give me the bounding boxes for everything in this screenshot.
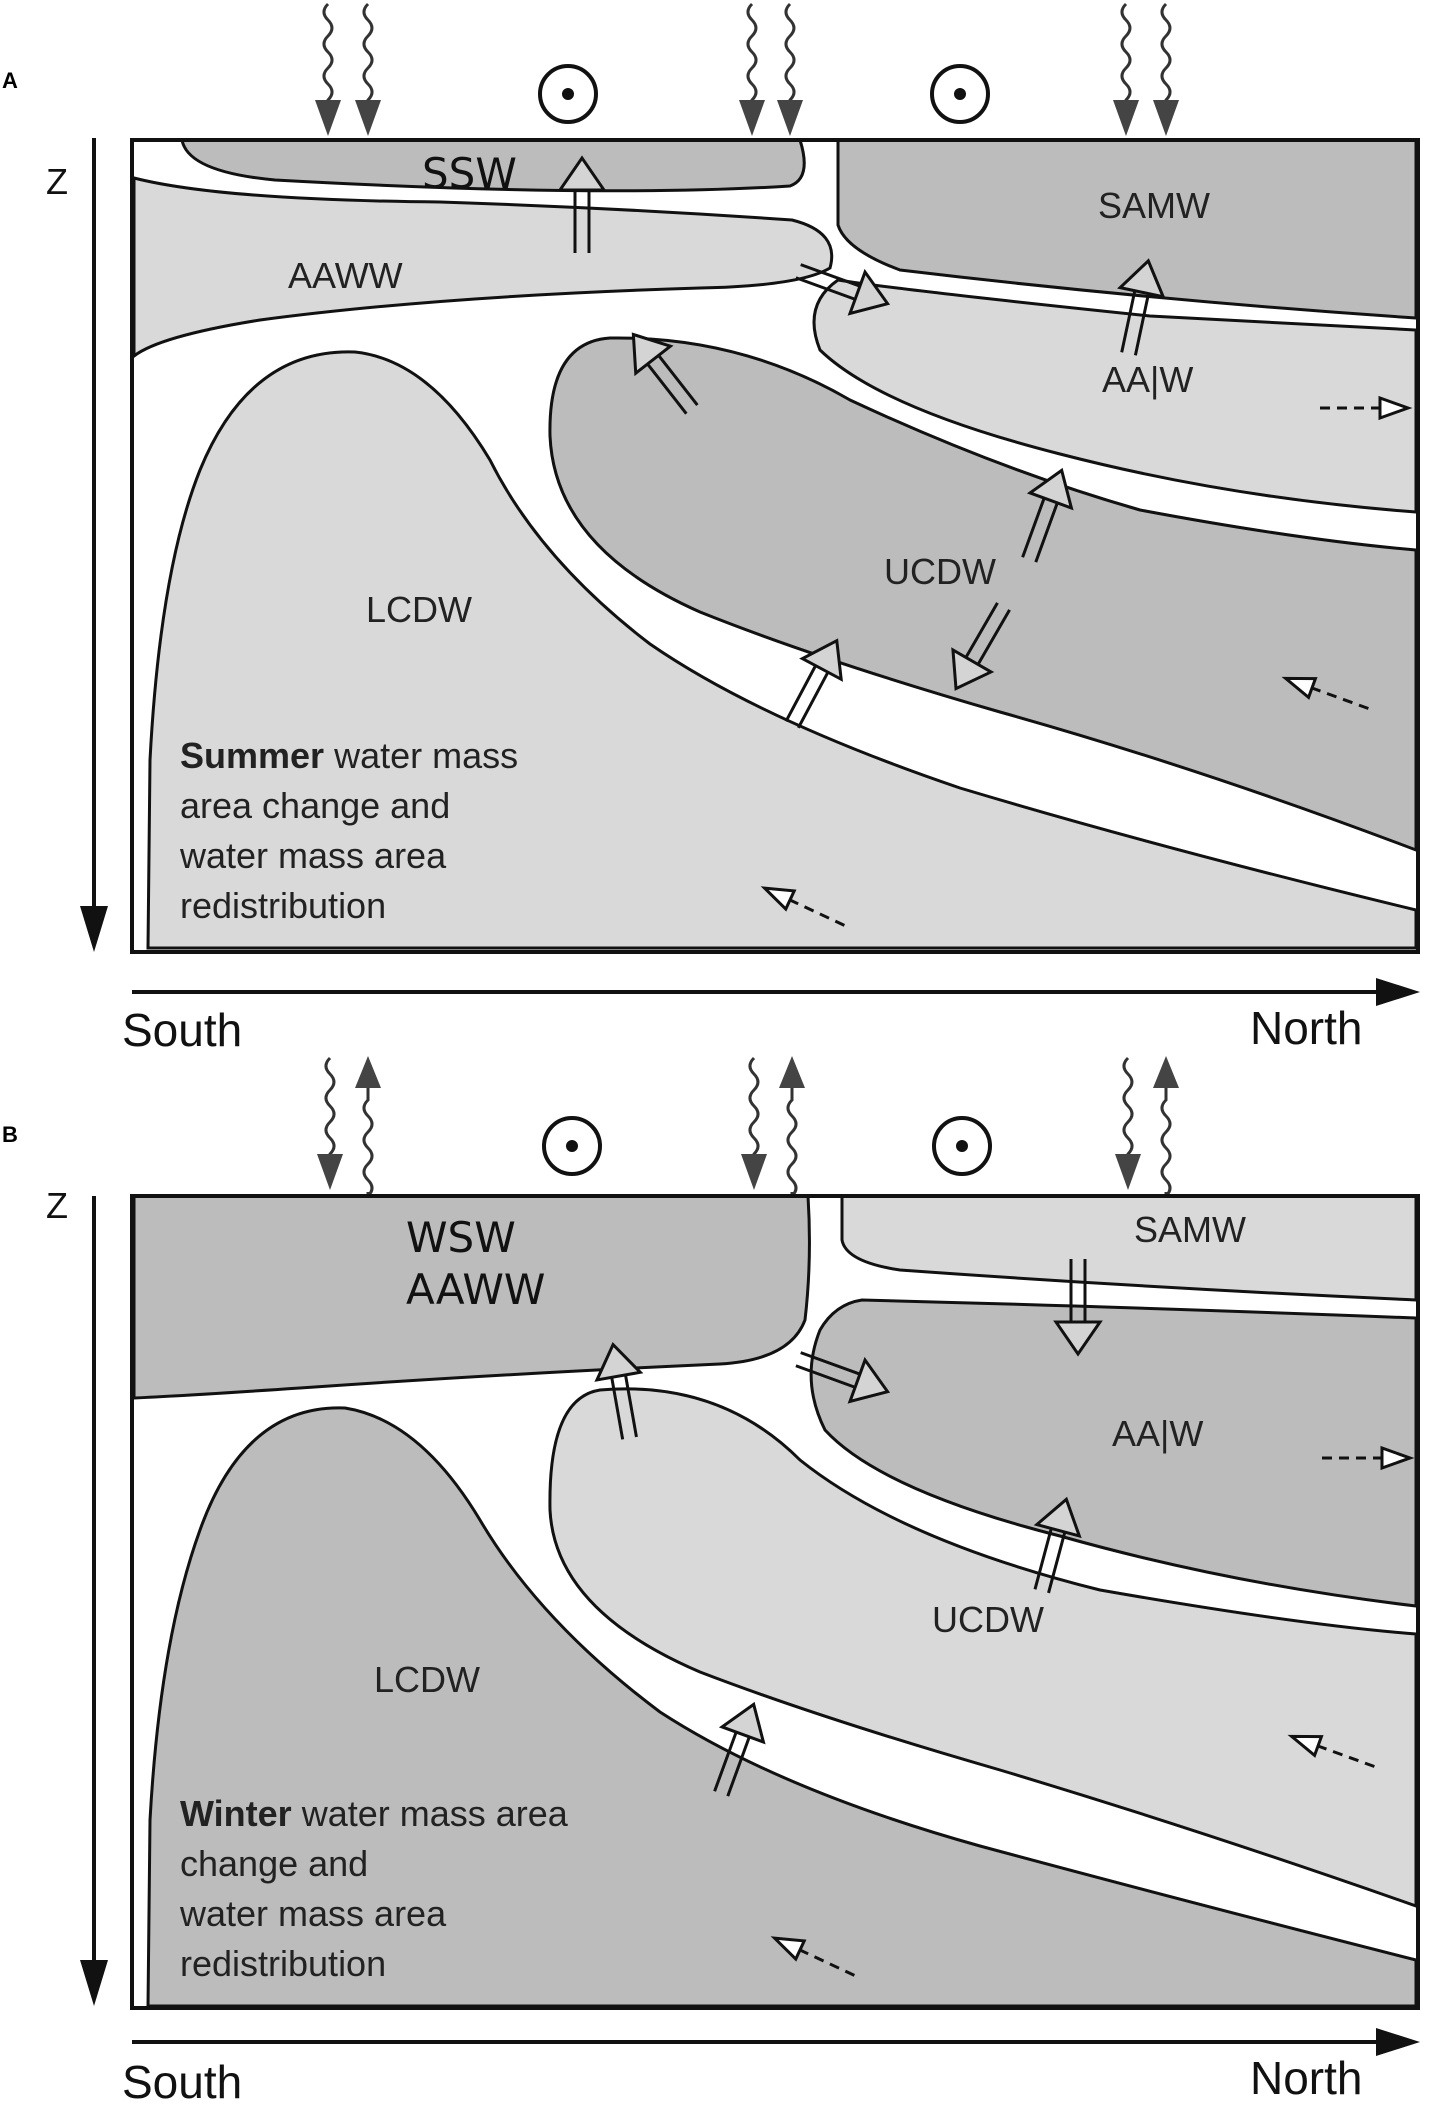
caption-season: Winter	[180, 1793, 292, 1834]
ssw-region	[180, 138, 806, 193]
lcdw-region	[146, 1406, 1418, 2008]
aaiw-region	[812, 278, 1418, 514]
water-mass-label: WSW	[406, 1213, 516, 1262]
caption-line: area change and	[180, 785, 450, 826]
caption-line: water mass	[324, 735, 518, 776]
panel-b-frame	[130, 1194, 1420, 2010]
wavy-up-arrow-icon	[353, 1054, 383, 1198]
panel-b-caption: Winter water mass area change and water …	[179, 1793, 578, 1984]
south-label: South	[122, 2056, 242, 2106]
water-mass-label: AA|W	[1112, 1413, 1203, 1454]
circle-dot-icon	[542, 1116, 602, 1176]
z-axis-arrowhead	[80, 1960, 108, 2006]
panel-b-label: B	[2, 1122, 18, 1147]
water-mass-label: SAMW	[1134, 1209, 1246, 1250]
wavy-down-arrow-icon	[739, 1056, 769, 1192]
wavy-down-arrow-icon	[1113, 1056, 1143, 1192]
water-mass-label: AAWW	[406, 1265, 545, 1314]
aaww-region	[132, 176, 834, 360]
wavy-down-arrow-icon	[775, 2, 805, 138]
circle-dot-icon	[930, 64, 990, 124]
wavy-down-arrow-icon	[315, 1056, 345, 1192]
water-mass-label: LCDW	[366, 589, 472, 630]
water-mass-label: SSW	[422, 149, 517, 198]
water-mass-label: AAWW	[288, 255, 403, 296]
caption-line: change and	[180, 1843, 368, 1884]
circle-dot-icon	[538, 64, 598, 124]
wavy-down-arrow-icon	[313, 2, 343, 138]
z-axis-label: Z	[46, 1185, 68, 1226]
samw-region	[836, 138, 1418, 320]
south-label: South	[122, 1004, 242, 1056]
caption-line: water mass area	[179, 835, 447, 876]
wavy-down-arrow-icon	[1151, 2, 1181, 138]
samw-region	[840, 1194, 1418, 1302]
caption-season: Summer	[180, 735, 324, 776]
wavy-down-arrow-icon	[737, 2, 767, 138]
panel-a: A SSW SAMW AAWW AA|W	[2, 2, 1420, 1056]
south-north-arrowhead	[1376, 2028, 1420, 2056]
water-mass-label: UCDW	[884, 551, 996, 592]
z-axis-arrowhead	[80, 906, 108, 952]
north-label: North	[1250, 1002, 1362, 1054]
circle-dot-icon	[932, 1116, 992, 1176]
panel-a-frame	[130, 138, 1420, 954]
caption-line: water mass area	[179, 1893, 447, 1934]
south-north-arrowhead	[1376, 978, 1420, 1006]
water-mass-label: UCDW	[932, 1599, 1044, 1640]
wavy-down-arrow-icon	[1111, 2, 1141, 138]
panel-a-caption: Summer water mass area change and water …	[179, 735, 528, 926]
panel-a-label: A	[2, 68, 18, 93]
aaiw-region	[809, 1298, 1418, 1608]
lcdw-region	[146, 350, 1418, 950]
water-mass-label: LCDW	[374, 1659, 480, 1700]
panel-b: B WSW AAWW SAMW AA|W UCDW LCDW	[2, 1054, 1420, 2106]
caption-line: water mass area	[292, 1793, 569, 1834]
wavy-up-arrow-icon	[777, 1054, 807, 1198]
wavy-down-arrow-icon	[353, 2, 383, 138]
caption-line: redistribution	[180, 885, 386, 926]
wavy-up-arrow-icon	[1151, 1054, 1181, 1198]
water-mass-label: AA|W	[1102, 359, 1193, 400]
north-label: North	[1250, 2052, 1362, 2104]
ucdw-region	[548, 336, 1418, 853]
z-axis-label: Z	[46, 161, 68, 202]
ucdw-region	[548, 1387, 1418, 1909]
water-mass-label: SAMW	[1098, 185, 1210, 226]
caption-line: redistribution	[180, 1943, 386, 1984]
